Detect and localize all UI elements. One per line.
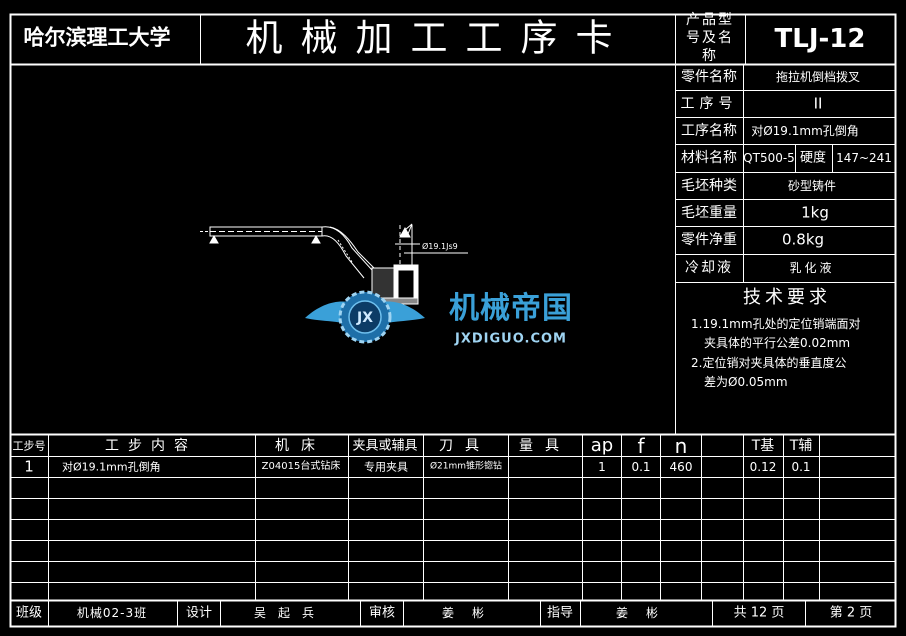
part-name-label: 零件名称 <box>681 69 737 85</box>
header-n: n <box>674 434 688 458</box>
watermark-badge: JX <box>356 310 374 326</box>
row1-n: 460 <box>669 460 693 474</box>
class-label: 班级 <box>15 605 43 621</box>
header-tool: 刀具 <box>439 438 491 454</box>
coolant-value: 乳化液 <box>789 261 835 275</box>
design-label: 设计 <box>185 605 213 621</box>
process-no-label: 工序号 <box>680 96 738 112</box>
watermark-name: 机械帝国 <box>449 291 573 326</box>
watermark-url: JXDIGUO.COM <box>455 331 567 347</box>
header-ap: ap <box>590 435 614 456</box>
row1-step-no: 1 <box>24 457 34 476</box>
material-label: 材料名称 <box>681 150 737 166</box>
tech-req-title: 技术要求 <box>743 287 831 308</box>
page-number: 第 2 页 <box>829 605 873 621</box>
row1-t-base: 0.12 <box>749 460 777 474</box>
hardness-value: 147~241 <box>836 151 892 165</box>
watermark-logo <box>305 290 425 344</box>
material-value: QT500-5 <box>743 151 795 165</box>
row1-machine: Z04015台式钻床 <box>261 461 341 472</box>
product-model-label: 产品型号及名称 <box>686 12 734 64</box>
header-step-no: 工步号 <box>12 439 46 453</box>
header-content: 工步内容 <box>105 438 197 454</box>
row1-tool: Ø21mm锥形锪钻 <box>429 461 503 472</box>
process-no-value: II <box>813 94 823 113</box>
net-weight-value: 0.8kg <box>781 230 825 249</box>
process-name-label: 工序名称 <box>681 123 737 139</box>
review-label: 审核 <box>368 605 396 621</box>
row1-f: 0.1 <box>631 460 651 474</box>
row1-ap: 1 <box>598 460 606 474</box>
reviewer-value: 姜彬 <box>441 606 503 620</box>
class-value: 机械02-3班 <box>76 606 148 620</box>
row1-fixture: 专用夹具 <box>364 460 408 474</box>
tech-req-line-4: 差为Ø0.05mm <box>704 375 788 389</box>
header-fixture: 夹具或辅具 <box>352 438 418 454</box>
part-sketch <box>200 223 468 305</box>
blank-weight-label: 毛坯重量 <box>681 205 737 221</box>
header-t-base: T基 <box>751 438 775 454</box>
blank-weight-value: 1kg <box>801 203 829 222</box>
university-name: 哈尔滨理工大学 <box>23 25 171 50</box>
net-weight-label: 零件净重 <box>681 232 737 248</box>
header-machine: 机床 <box>275 438 327 454</box>
header-gauge: 量具 <box>519 438 571 454</box>
product-model: TLJ-12 <box>774 24 866 54</box>
guide-value: 姜彬 <box>615 606 677 620</box>
header-f: f <box>637 434 645 458</box>
hardness-label: 硬度 <box>799 150 827 166</box>
blank-type-label: 毛坯种类 <box>681 178 737 194</box>
row1-t-aux: 0.1 <box>791 460 811 474</box>
process-name-value: 对Ø19.1mm孔倒角 <box>751 124 859 138</box>
card-title: 机械加工工序卡 <box>245 16 631 60</box>
total-pages: 共 12 页 <box>733 605 785 621</box>
row1-content: 对Ø19.1mm孔倒角 <box>62 460 161 474</box>
header-t-aux: T辅 <box>789 438 813 454</box>
blank-type-value: 砂型铸件 <box>787 179 837 193</box>
part-name-value: 拖拉机倒档拨叉 <box>775 70 861 84</box>
dimension-label: Ø19.1Js9 <box>422 242 458 251</box>
designer-value: 吴起兵 <box>253 606 327 620</box>
guide-label: 指导 <box>546 605 574 621</box>
tech-req-line-1: 1.19.1mm孔处的定位销端面对 <box>691 317 861 331</box>
tech-req-line-3: 2.定位销对夹具体的垂直度公 <box>691 356 847 370</box>
coolant-label: 冷却液 <box>685 260 733 276</box>
tech-req-line-2: 夹具体的平行公差0.02mm <box>704 336 851 350</box>
